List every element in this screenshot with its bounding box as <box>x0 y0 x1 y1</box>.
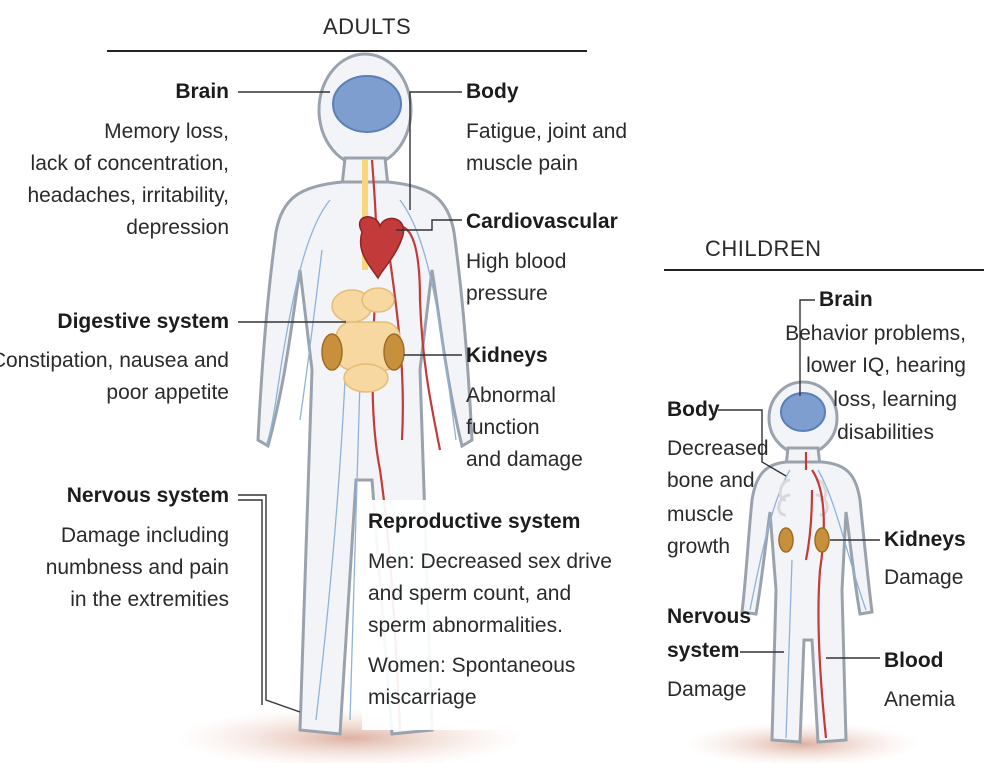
adult-body-line: Fatigue, joint and <box>466 116 627 148</box>
child-body-line: Decreased <box>667 433 769 465</box>
child-blood-line: Anemia <box>884 684 955 716</box>
child-brain-line: disabilities <box>837 417 934 449</box>
adult-kidneys-title: Kidneys <box>466 340 548 372</box>
adult-cardio-title: Cardiovascular <box>466 206 618 238</box>
adult-cardio-line: High blood <box>466 246 566 278</box>
adult-body-line: muscle pain <box>466 148 578 180</box>
adult-nervous-line: Damage including <box>61 520 229 552</box>
child-brain-line: lower IQ, hearing <box>806 350 966 382</box>
adult-brain-line: lack of concentration, <box>31 148 229 180</box>
adult-brain-line: depression <box>126 212 229 244</box>
child-brain-line: loss, learning <box>833 384 957 416</box>
adult-cardio-line: pressure <box>466 278 548 310</box>
adult-digestive-title: Digestive system <box>57 306 229 338</box>
adult-repro-line: and sperm count, and <box>368 578 571 610</box>
leader-adult-nervous <box>238 495 300 712</box>
child-blood-title: Blood <box>884 645 943 677</box>
adult-kidneys-line: and damage <box>466 444 583 476</box>
adult-nervous-line: in the extremities <box>70 584 229 616</box>
adult-digestive-line: poor appetite <box>106 377 229 409</box>
child-body-line: growth <box>667 531 730 563</box>
adult-brain-line: headaches, irritability, <box>27 180 229 212</box>
child-kidneys-line: Damage <box>884 562 963 594</box>
adult-kidneys-line: Abnormal <box>466 380 556 412</box>
child-nervous-title: Nervous <box>667 601 751 633</box>
adult-brain-title: Brain <box>175 76 229 108</box>
child-body-line: muscle <box>667 499 734 531</box>
adult-body-title: Body <box>466 76 519 108</box>
adult-digestive-line: Constipation, nausea and <box>0 345 229 377</box>
adult-repro-women-line: Women: Spontaneous <box>368 650 575 682</box>
adult-repro-line: sperm abnormalities. <box>368 610 563 642</box>
child-kidneys-title: Kidneys <box>884 524 966 556</box>
adult-repro-line: Men: Decreased sex drive <box>368 546 612 578</box>
adult-repro-title: Reproductive system <box>368 506 580 538</box>
adult-brain <box>333 76 401 132</box>
child-nervous-title: system <box>667 635 739 667</box>
adult-nervous-line: numbness and pain <box>46 552 229 584</box>
adult-kidneys-line: function <box>466 412 540 444</box>
adult-brain-line: Memory loss, <box>104 116 229 148</box>
child-brain-line: Behavior problems, <box>785 318 966 350</box>
adult-nervous-title: Nervous system <box>67 480 229 512</box>
child-nervous-line: Damage <box>667 674 746 706</box>
child-body-line: bone and <box>667 465 755 497</box>
child-brain-title: Brain <box>819 284 873 316</box>
leader-adult-nervous-2 <box>238 500 262 705</box>
child-body-title: Body <box>667 394 720 426</box>
adult-repro-women-line: miscarriage <box>368 682 477 714</box>
child-brain <box>781 393 825 431</box>
